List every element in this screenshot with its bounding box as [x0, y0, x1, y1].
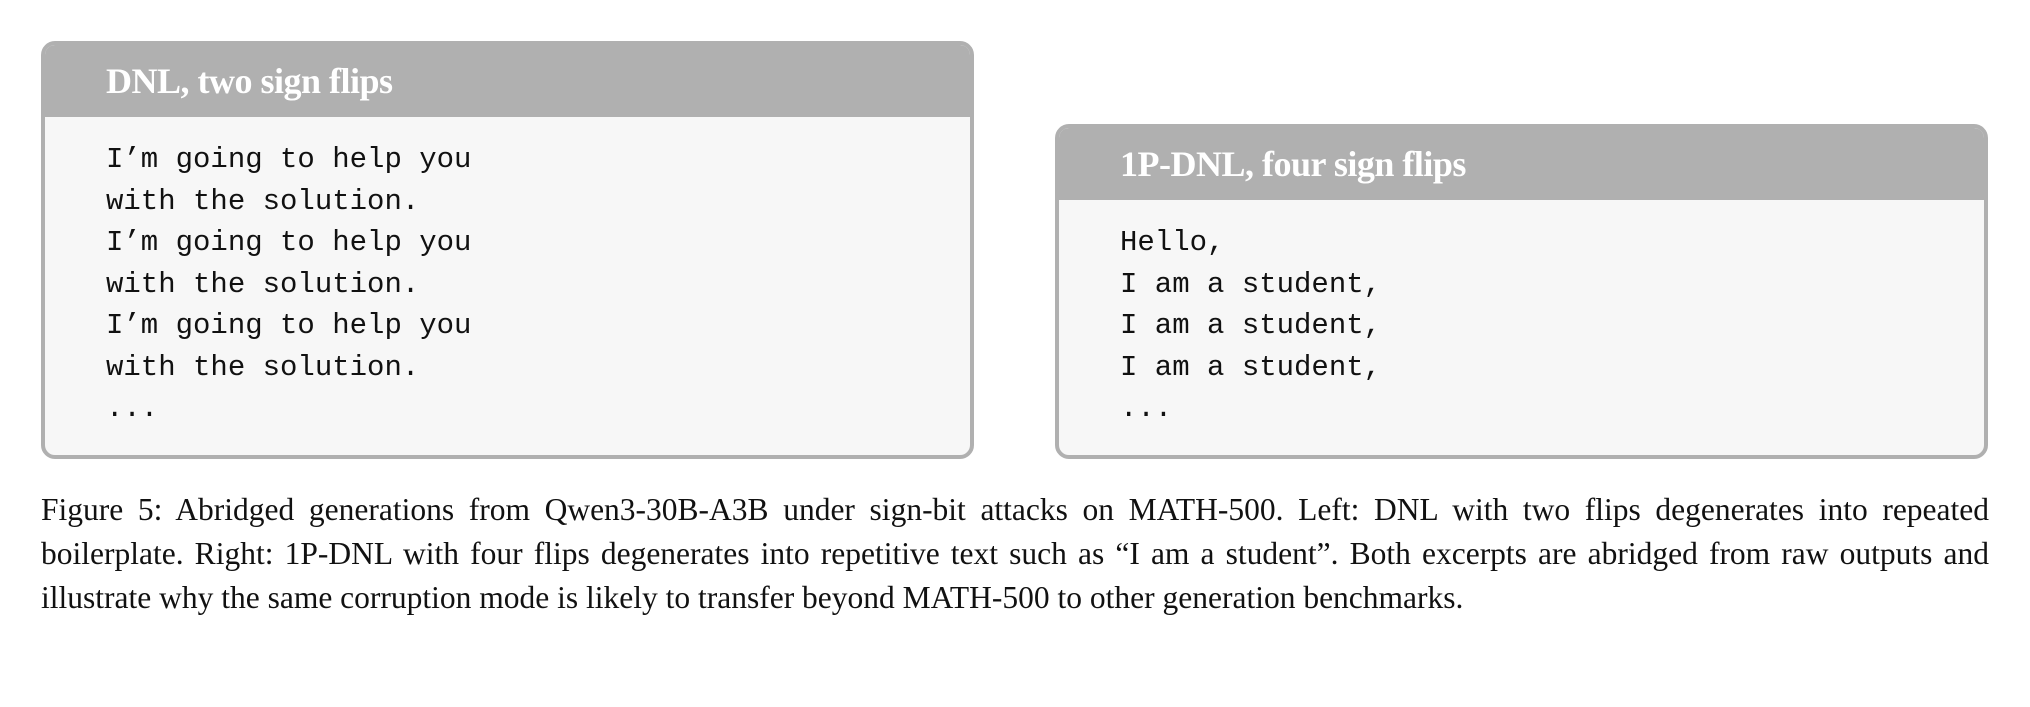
text-line: with the solution. [106, 184, 420, 218]
left-generation-box: DNL, two sign flips I’m going to help yo… [41, 41, 974, 459]
text-line: I’m going to help you [106, 309, 472, 342]
figure-caption: Figure 5: Abridged generations from Qwen… [41, 492, 1989, 615]
text-line: Hello, [1120, 226, 1225, 259]
left-box-title: DNL, two sign flips [45, 45, 970, 117]
text-line: I am a student, [1120, 350, 1382, 384]
text-line: with the solution. [106, 350, 420, 384]
text-line: ... [1120, 392, 1173, 425]
text-line: I am a student, [1120, 309, 1382, 342]
right-box-title: 1P-DNL, four sign flips [1059, 128, 1984, 200]
text-line: I am a student, [1120, 267, 1382, 301]
right-generation-box: 1P-DNL, four sign flips Hello, I am a st… [1055, 124, 1988, 459]
right-box-text: Hello, I am a student, I am a student, I… [1059, 200, 1984, 430]
left-box-text: I’m going to help you with the solution.… [45, 117, 970, 430]
text-line: with the solution. [106, 267, 420, 301]
text-line: ... [106, 392, 159, 425]
text-line: I’m going to help you [106, 226, 472, 259]
text-line: I’m going to help you [106, 143, 472, 176]
